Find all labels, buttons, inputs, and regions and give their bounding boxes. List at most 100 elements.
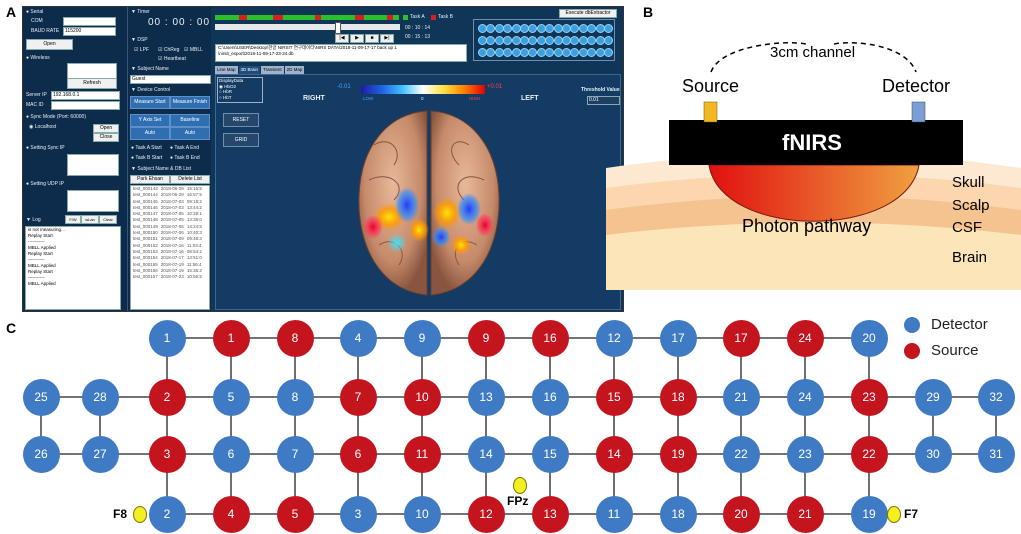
playback-slider[interactable] <box>215 22 400 34</box>
auto-baseline-button[interactable]: Auto <box>170 127 210 140</box>
baud-select[interactable]: 115200 <box>63 27 116 36</box>
task-a-end[interactable]: ● Task A End <box>170 145 200 151</box>
panel-letter-b: B <box>643 4 654 20</box>
wireless-list[interactable] <box>67 63 117 79</box>
tab-transient[interactable]: Transient <box>261 66 284 74</box>
execute-dbextractor-button[interactable]: Execute dbExtractor <box>559 9 617 18</box>
mbll-check[interactable]: ☑ MBLL <box>184 47 203 53</box>
log-clear-button[interactable]: Clear <box>99 215 117 224</box>
server-ip-field[interactable]: 192.168.0.1 <box>51 91 120 100</box>
tab-3d-brain[interactable]: 3D Brain <box>238 66 261 74</box>
db-row-name: test_000155 <box>133 261 158 267</box>
udp-ip-field[interactable] <box>67 190 119 212</box>
sync-open-button[interactable]: Open <box>93 124 119 133</box>
log-box[interactable]: is not measuring...Replay Start---------… <box>25 226 121 310</box>
tab-line-map[interactable]: Line Map <box>215 66 238 74</box>
scale-zero: 0 <box>421 96 424 101</box>
channel-dot[interactable] <box>587 36 597 45</box>
channel-dot[interactable] <box>604 24 613 33</box>
channel-dot[interactable] <box>587 24 597 33</box>
channel-grid[interactable] <box>473 19 615 61</box>
tab-2d-map[interactable]: 2D Map <box>284 66 305 74</box>
play-button[interactable]: ▶ <box>350 34 364 43</box>
task-b-end[interactable]: ● Task B End <box>170 155 200 161</box>
serial-open-button[interactable]: Open <box>26 39 73 50</box>
right-label: RIGHT <box>303 95 325 102</box>
source-label: Source <box>682 76 740 96</box>
next-button[interactable]: ▶| <box>380 34 394 43</box>
middle-control-column: ▼ Timer 00 : 00 : 00 ▼ DSP ☑ LPF ☑ ChReg… <box>127 7 212 311</box>
baseline-button[interactable]: Baseline <box>170 114 210 127</box>
channel-dot[interactable] <box>503 24 513 33</box>
wireless-title: ● Wireless <box>26 55 50 61</box>
heartbeat-check[interactable]: ☑ Heartbeat <box>158 56 186 62</box>
channel-dot[interactable] <box>604 36 613 45</box>
subject-field[interactable]: Guest <box>130 75 211 84</box>
detector-node: 8 <box>276 378 314 416</box>
channel-dot[interactable] <box>545 36 555 45</box>
com-select[interactable] <box>63 17 116 26</box>
channel-dot[interactable] <box>545 24 555 33</box>
threshold-select[interactable]: 0.01 <box>587 96 620 105</box>
localhost-radio[interactable]: ◉ Localhost <box>29 124 57 130</box>
detector-node: 10 <box>403 495 441 533</box>
f8-label: F8 <box>113 507 128 521</box>
channel-dot[interactable] <box>503 36 513 45</box>
slider-handle[interactable] <box>335 22 341 34</box>
measure-start-button[interactable]: Measure Start <box>130 96 170 109</box>
delete-list-button[interactable]: Delete List <box>170 175 210 184</box>
threshold-label: Threshold Value <box>581 87 620 93</box>
y-axis-set-button[interactable]: Y Axis Set <box>130 114 170 127</box>
source-node: 17 <box>722 319 760 357</box>
mac-field[interactable] <box>51 101 120 110</box>
refresh-button[interactable]: Refresh <box>67 78 117 89</box>
task-b-start[interactable]: ● Task B Start <box>131 155 163 161</box>
measure-finish-button[interactable]: Measure Finish <box>170 96 210 109</box>
lpf-check[interactable]: ☑ LPF <box>134 47 150 53</box>
chreg-check[interactable]: ☑ ChReg <box>158 47 180 53</box>
log-title: ▼ Log <box>26 217 41 223</box>
park-ehsan-button[interactable]: Park Ehsan <box>130 175 170 184</box>
timer-value: 00 : 00 : 00 <box>148 17 211 28</box>
channel-dot[interactable] <box>503 48 513 57</box>
stop-button[interactable]: ■ <box>365 34 379 43</box>
channel-dot[interactable] <box>545 48 555 57</box>
file-path-box[interactable]: C:\Users\USER\Desktop\한글 NIRSIT 연구데이터\NI… <box>215 44 467 62</box>
reset-button[interactable]: RESET <box>223 113 259 127</box>
hbr-radio[interactable]: ○ HbR <box>219 89 232 94</box>
prev-button[interactable]: |◀ <box>335 34 349 43</box>
log-fw-button[interactable]: F/W <box>65 215 81 224</box>
detector-node: 12 <box>595 319 633 357</box>
channel-dot[interactable] <box>587 48 597 57</box>
setting-udp-ip[interactable]: ● Setting UDP IP <box>26 181 64 187</box>
sync-close-button[interactable]: Close <box>93 133 119 142</box>
hbt-radio[interactable]: ○ HbT <box>219 94 232 100</box>
log-wlan-button[interactable]: wLan <box>81 215 99 224</box>
task-a-start[interactable]: ● Task A Start <box>131 145 162 151</box>
detector-node: 13 <box>467 378 505 416</box>
brain-3d-view[interactable] <box>349 105 509 305</box>
auto-y-select[interactable]: Auto <box>130 127 170 140</box>
hbo2-radio[interactable]: ◉ HbO2 <box>219 83 236 89</box>
source-node: 12 <box>467 495 505 533</box>
channel-dot[interactable] <box>604 48 613 57</box>
grid-button[interactable]: GRID <box>223 133 259 147</box>
setting-sync-ip[interactable]: ● Setting Sync IP <box>26 145 65 151</box>
sync-ip-field[interactable] <box>67 154 119 176</box>
